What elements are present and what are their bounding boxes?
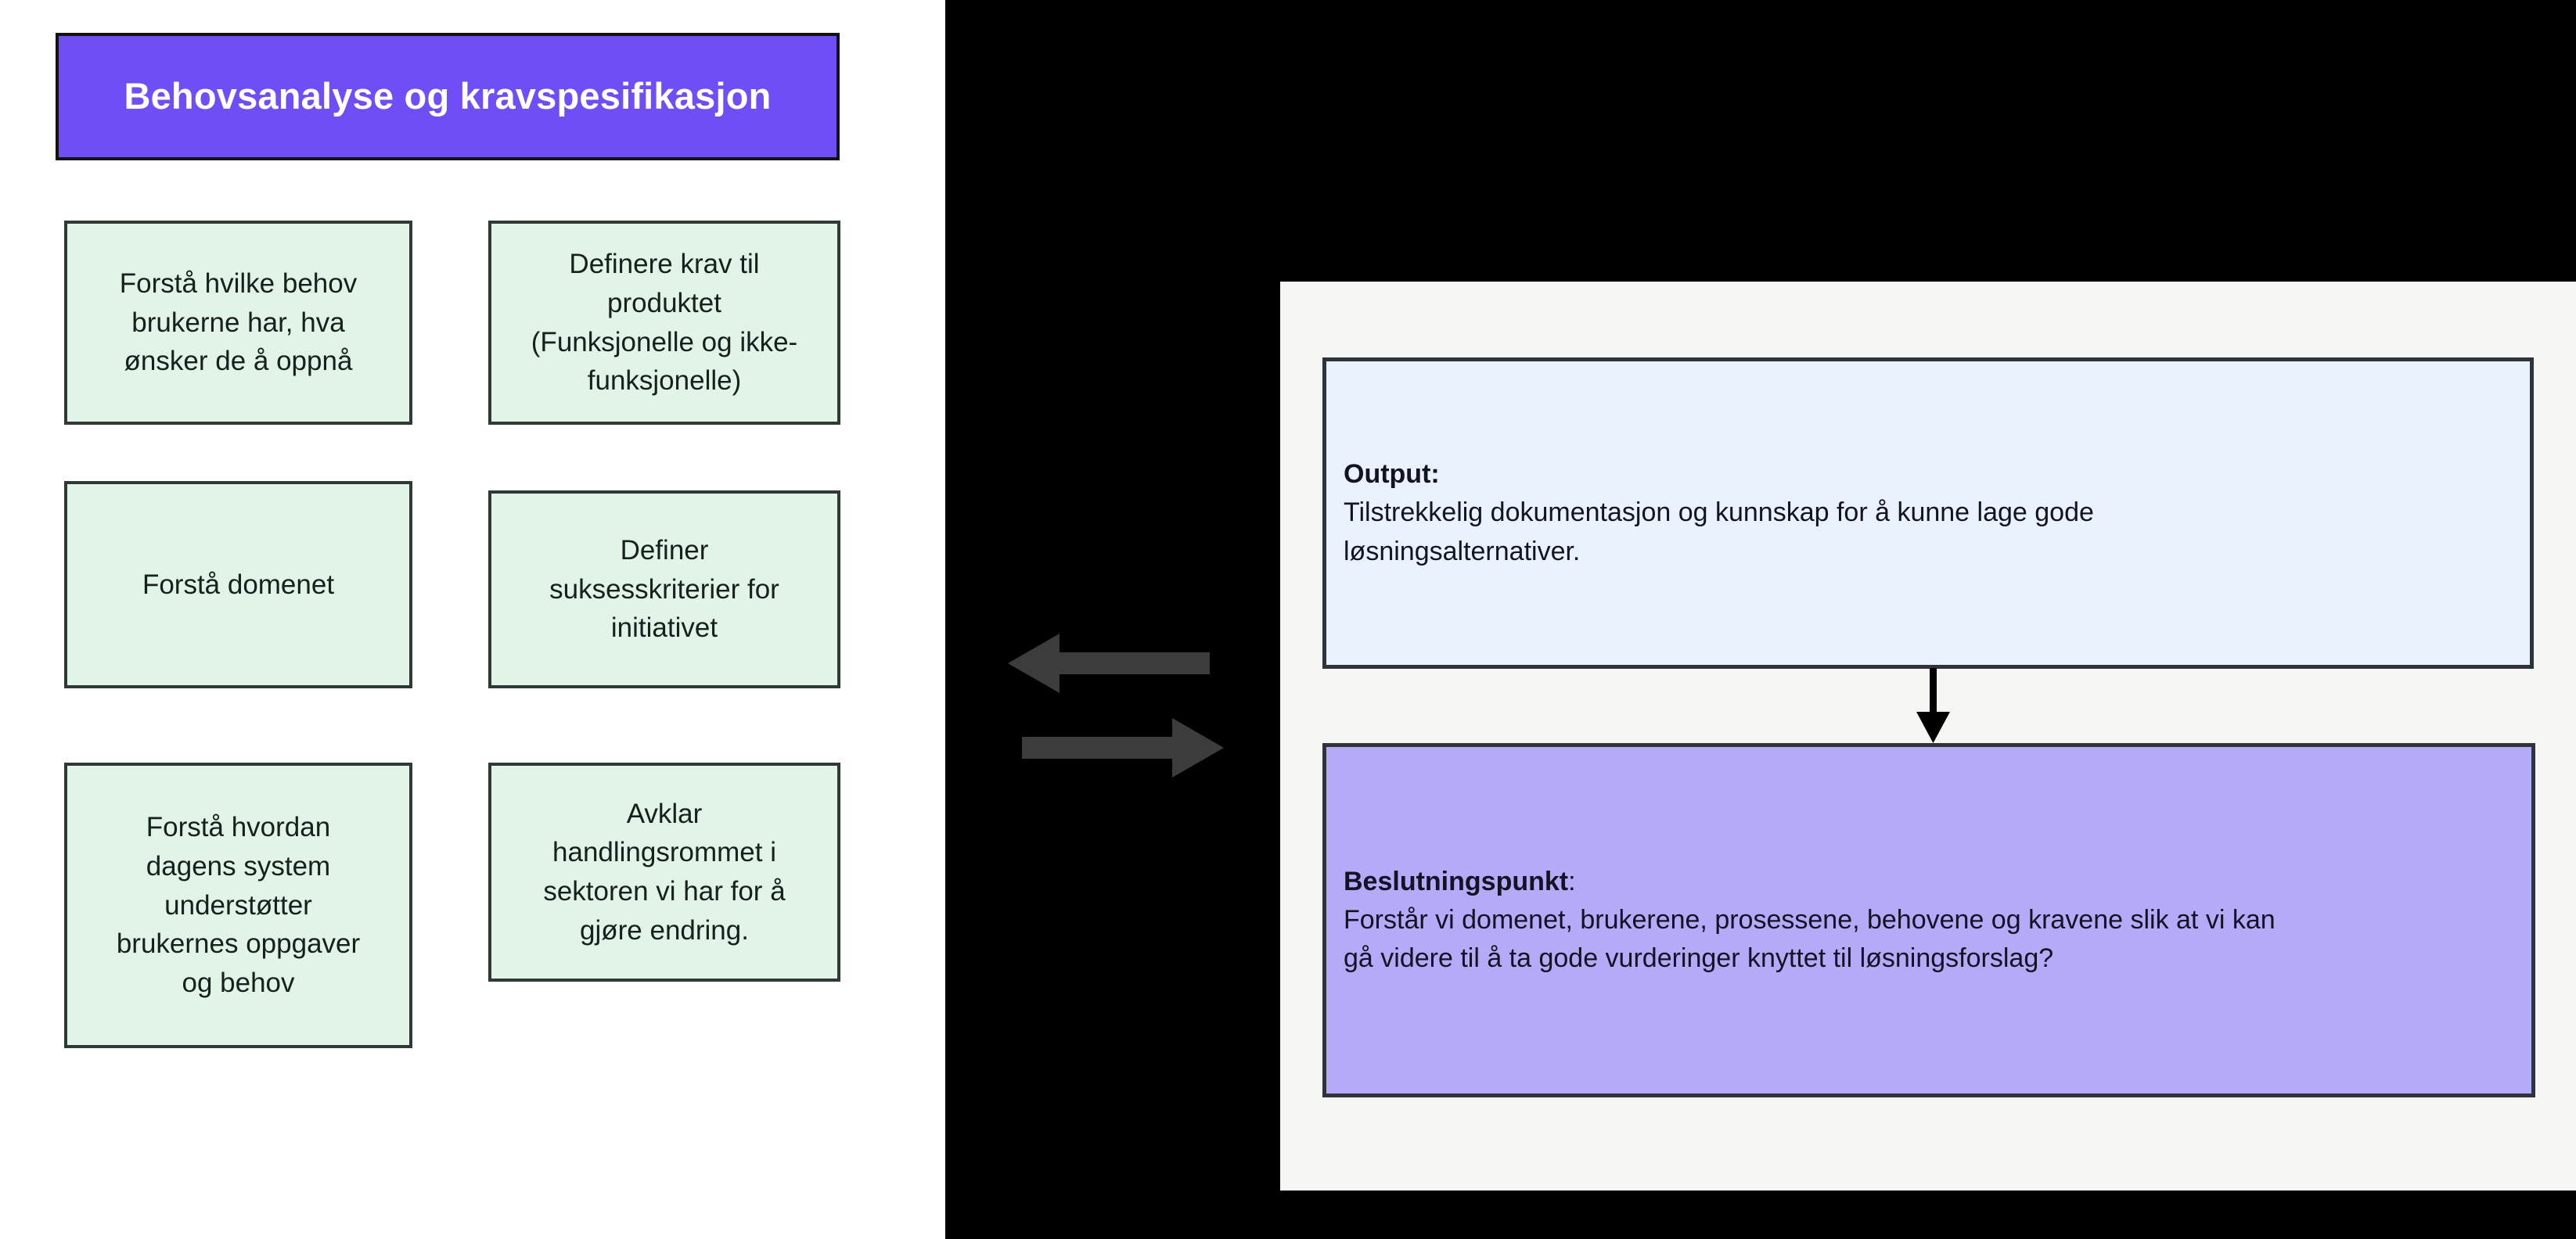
activity-box-avklar-handlingsrom[interactable]: Avklar handlingsrommet i sektoren vi har… — [488, 763, 840, 982]
decision-box-title-text: Beslutningspunkt — [1344, 866, 1569, 896]
activity-box-forsta-behov[interactable]: Forstå hvilke behov brukerne har, hva øn… — [64, 221, 412, 425]
output-box-body: Tilstrekkelig dokumentasjon og kunnskap … — [1344, 497, 2094, 566]
arrow-left-icon — [1008, 634, 1224, 778]
output-panel: Output: Tilstrekkelig dokumentasjon og k… — [1280, 282, 2576, 1191]
activity-box-definer-suksess[interactable]: Definer suksesskriterier for initiativet — [488, 490, 840, 688]
activity-box-forsta-dagens-system[interactable]: Forstå hvordan dagens system understøtte… — [64, 763, 412, 1048]
activity-label: Forstå hvordan dagens system understøtte… — [116, 812, 361, 999]
activity-label: Definere krav til produktet (Funksjonell… — [531, 249, 798, 397]
activity-box-forsta-domenet[interactable]: Forstå domenet — [64, 481, 412, 688]
phase-header-label: Behovsanalyse og kravspesifikasjon — [124, 75, 772, 117]
arrow-down-icon — [1916, 668, 1950, 743]
output-box[interactable]: Output: Tilstrekkelig dokumentasjon og k… — [1322, 357, 2534, 669]
decision-box[interactable]: Beslutningspunkt: Forstår vi domenet, br… — [1322, 743, 2535, 1097]
activity-box-definere-krav[interactable]: Definere krav til produktet (Funksjonell… — [488, 221, 840, 425]
activity-label: Definer suksesskriterier for initiativet — [549, 534, 779, 644]
output-box-title: Output: — [1344, 459, 1440, 490]
activity-label: Forstå hvilke behov brukerne har, hva øn… — [119, 268, 358, 377]
decision-box-body: Forstår vi domenet, brukerene, prosessen… — [1344, 904, 2276, 974]
decision-box-title: Beslutningspunkt: — [1344, 863, 2514, 901]
activity-label: Avklar handlingsrommet i sektoren vi har… — [543, 798, 786, 946]
bidirectional-arrow-group — [998, 626, 1233, 806]
decision-box-title-colon: : — [1568, 866, 1576, 896]
phase-header[interactable]: Behovsanalyse og kravspesifikasjon — [56, 33, 840, 160]
activity-label: Forstå domenet — [142, 569, 335, 600]
